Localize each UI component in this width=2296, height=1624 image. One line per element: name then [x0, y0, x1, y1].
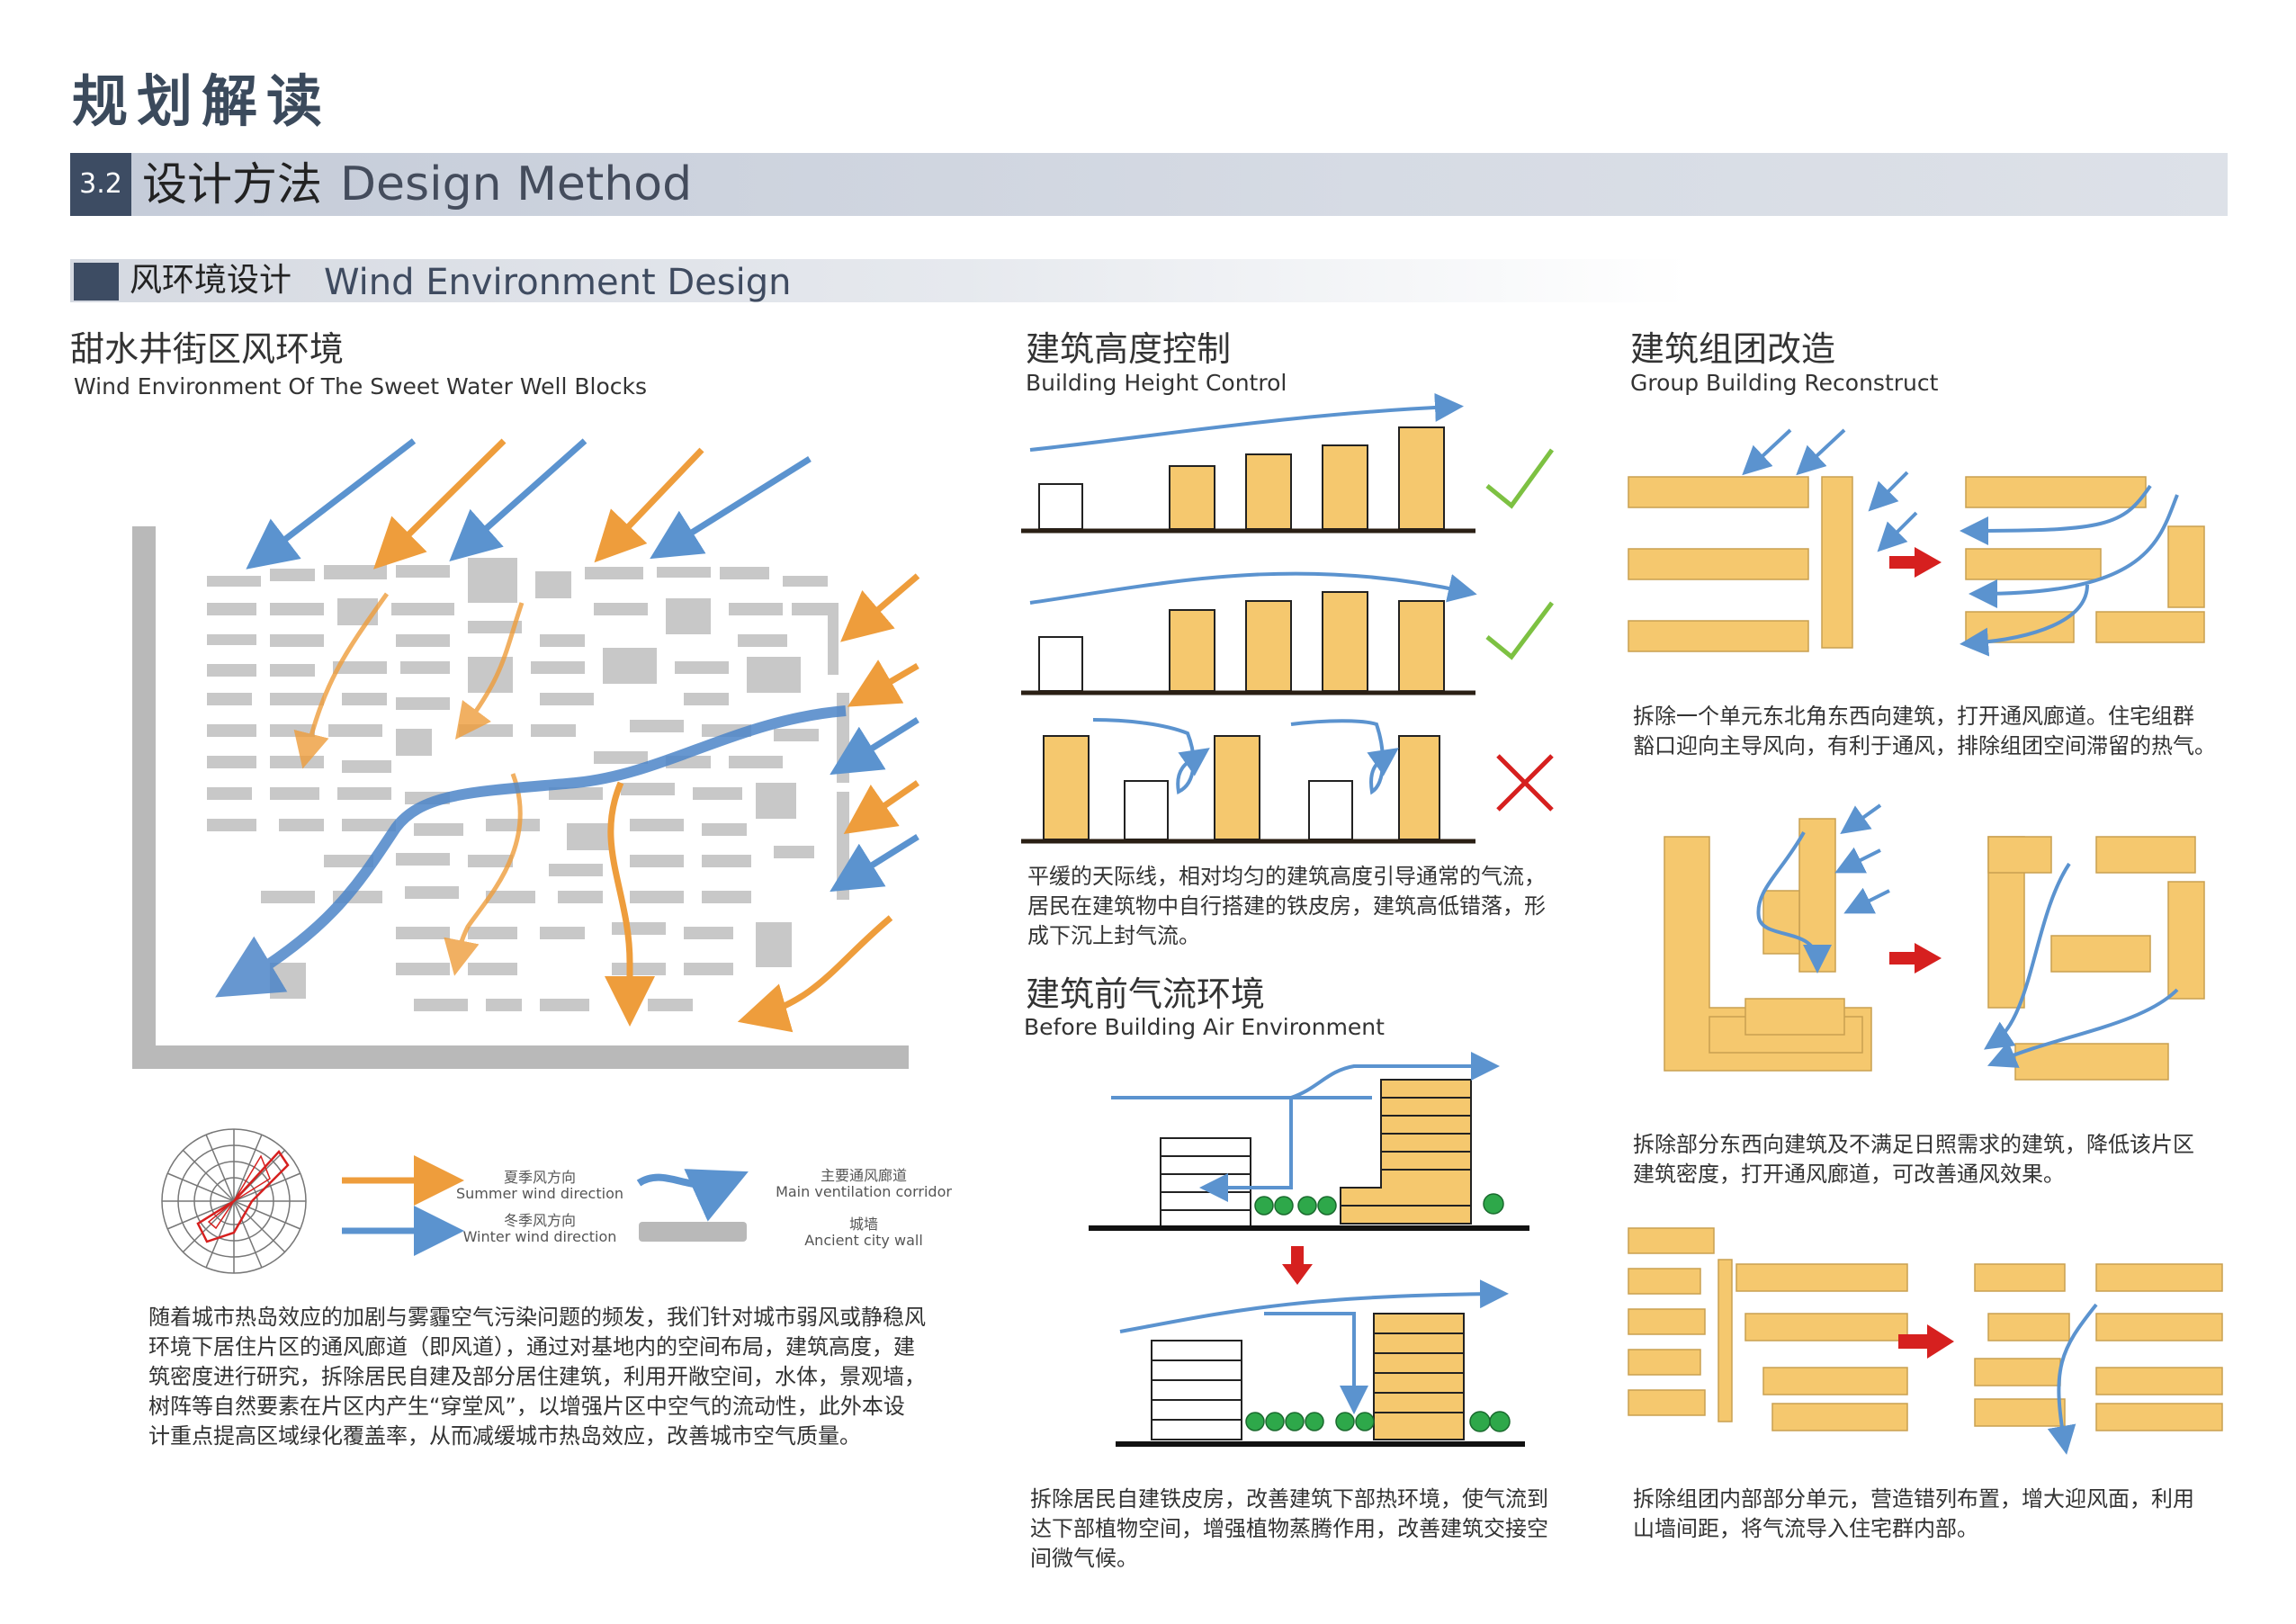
legend-arrows — [342, 1155, 749, 1256]
right-desc-2: 拆除部分东西向建筑及不满足日照需求的建筑，降低该片区建筑密度，打开通风廊道，可改… — [1633, 1132, 2194, 1187]
cross-icon — [1496, 754, 1554, 812]
left-title-en: Wind Environment Of The Sweet Water Well… — [74, 373, 648, 399]
wind-rose-icon — [161, 1128, 307, 1274]
legend-winter-cn: 冬季风方向 — [503, 1212, 576, 1229]
right-desc-3: 拆除组团内部部分单元，营造错列布置，增大迎风面，利用山墙间距，将气流导入住宅群内… — [1633, 1486, 2194, 1541]
legend-summer-cn: 夏季风方向 — [503, 1169, 576, 1186]
front-title-en: Before Building Air Environment — [1024, 1014, 1385, 1040]
legend-wall-en: Ancient city wall — [804, 1232, 923, 1249]
section-number: 3.2 — [70, 153, 131, 216]
red-arrow-icon — [1889, 943, 1942, 974]
height-desc: 平缓的天际线，相对均匀的建筑高度引导通常的气流，居民在建筑物中自行搭建的铁皮房，… — [1027, 864, 1546, 948]
height-title-cn: 建筑高度控制 — [1026, 329, 1232, 369]
check-icon — [1485, 448, 1555, 660]
left-title-cn: 甜水井街区风环境 — [70, 329, 345, 369]
front-air-diagram — [1089, 1052, 1529, 1447]
left-paragraph: 随着城市热岛效应的加剧与雾霾空气污染问题的频发，我们针对城市弱风或静稳风环境下居… — [148, 1305, 926, 1449]
legend-wall-cn: 城墙 — [848, 1216, 878, 1233]
section-title-en: Design Method — [340, 157, 693, 211]
height-title-en: Building Height Control — [1026, 370, 1287, 396]
group-reconstruct-3 — [1628, 1227, 2223, 1455]
group-reconstruct-1 — [1628, 428, 2205, 657]
right-title-en: Group Building Reconstruct — [1630, 370, 1939, 396]
city-wall — [132, 526, 909, 1069]
tree-icon — [1254, 1193, 1504, 1216]
legend-summer-en: Summer wind direction — [455, 1185, 623, 1202]
page-title: 规划解读 — [72, 68, 332, 134]
subsection-marker — [74, 263, 119, 301]
subsection-title-cn: 风环境设计 — [130, 262, 292, 299]
front-title-cn: 建筑前气流环境 — [1026, 974, 1266, 1014]
legend-corridor-en: Main ventilation corridor — [776, 1183, 952, 1200]
winter-wind-arrows — [246, 438, 919, 893]
front-desc: 拆除居民自建铁皮房，改善建筑下部热环境，使气流到达下部植物空间，增强植物蒸腾作用… — [1030, 1486, 1548, 1571]
red-arrow-icon — [1282, 1246, 1313, 1285]
main-corridor-arrow — [215, 705, 847, 998]
red-arrow-icon — [1889, 547, 1942, 578]
right-desc-1: 拆除一个单元东北角东西向建筑，打开通风廊道。住宅组群豁口迎向主导风向，有利于通风… — [1633, 704, 2216, 758]
legend-corridor-cn: 主要通风廊道 — [820, 1167, 907, 1184]
red-arrow-icon — [1898, 1324, 1954, 1359]
right-title-cn: 建筑组团改造 — [1630, 329, 1836, 369]
subsection-title-en: Wind Environment Design — [324, 262, 792, 303]
subsection-bar — [70, 259, 1690, 302]
summer-wind-arrows — [293, 438, 920, 1033]
height-control-diagram — [1021, 392, 1555, 844]
site-wind-map — [132, 438, 920, 1069]
section-title-cn: 设计方法 — [142, 158, 322, 211]
legend-winter-en: Winter wind direction — [462, 1228, 617, 1245]
group-reconstruct-2 — [1664, 803, 2205, 1081]
section-bar — [70, 153, 2228, 216]
